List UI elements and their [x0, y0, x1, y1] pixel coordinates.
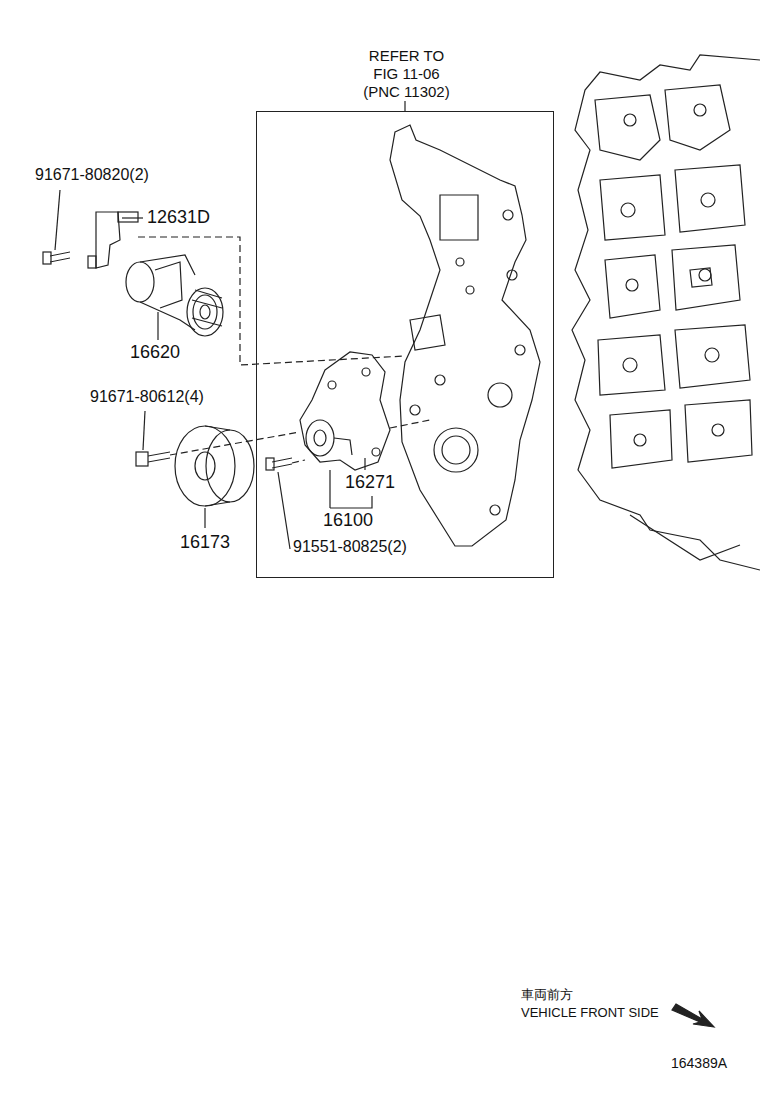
reference-box: REFER TO FIG 11-06 (PNC 11302): [256, 111, 554, 578]
assembly-line: [138, 237, 430, 463]
crank-pulley: [136, 426, 254, 506]
part-number: 91671-80612(4): [90, 388, 204, 406]
water-pump: [266, 352, 390, 470]
part-number: 16173: [180, 532, 230, 553]
belt-tensioner: [126, 255, 223, 336]
direction-arrow: [672, 1004, 714, 1027]
timing-cover: [390, 125, 540, 546]
note-text: VEHICLE FRONT SIDE: [521, 1006, 659, 1021]
part-number: 12631D: [147, 207, 210, 228]
note-text: 車両前方: [521, 988, 573, 1003]
reference-note: REFER TO FIG 11-06 (PNC 11302): [359, 47, 454, 101]
note-text: 164389A: [671, 1055, 727, 1071]
engine-block: [572, 55, 760, 570]
part-number: 16620: [130, 342, 180, 363]
part-number: 16100: [323, 510, 373, 531]
part-number: 91671-80820(2): [35, 166, 149, 184]
part-number: 16271: [345, 472, 395, 493]
part-number: 91551-80825(2): [293, 538, 407, 556]
